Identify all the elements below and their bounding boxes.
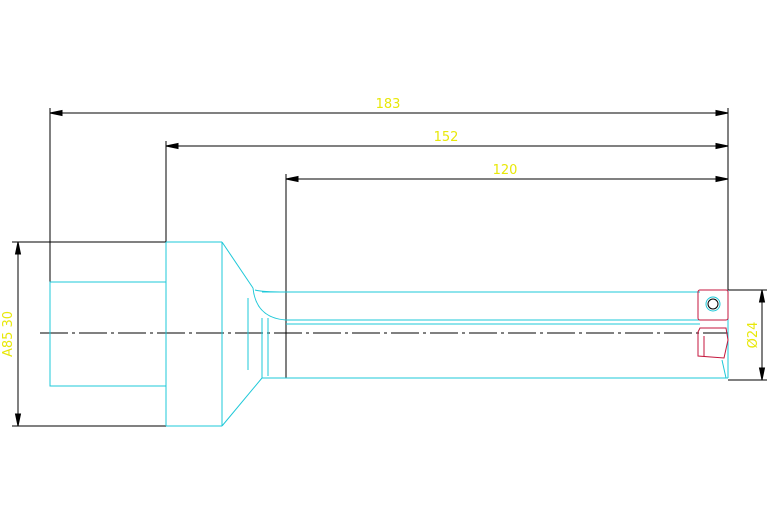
dim-120-arrow-right: [715, 175, 729, 183]
insert-screw-inner: [707, 298, 719, 310]
dim-183-arrow-left: [49, 109, 63, 117]
body-step-outline: [49, 242, 167, 387]
dim-183-arrow-right: [715, 109, 729, 117]
dim-shank-arrow-top: [758, 289, 766, 303]
dim-183-label: 183: [376, 97, 401, 112]
insert-top-pocket: [697, 289, 729, 321]
insert: [697, 289, 729, 359]
dim-152-arrow-right: [715, 142, 729, 150]
dim-152-arrow-left: [165, 142, 179, 150]
dim-body-arrow-bottom: [14, 413, 22, 427]
insert-cutting-edge: [697, 327, 729, 359]
dimension-texts: 183 152 120 A85 30 Ø24: [1, 97, 761, 357]
dim-120-arrow-left: [285, 175, 299, 183]
neck-taper-top: [221, 241, 254, 289]
dim-120-label: 120: [493, 163, 518, 178]
neck-fillet-top: [252, 287, 287, 321]
dim-body-label: A85 30: [1, 311, 16, 357]
dim-152-label: 152: [434, 130, 459, 145]
part-outline: [49, 241, 729, 427]
insert-screw-icon: [705, 296, 721, 312]
neck-taper-bottom: [221, 377, 263, 427]
dim-body-arrow-top: [14, 241, 22, 255]
shank-end-face-inner: [721, 359, 727, 379]
dim-shank-arrow-bottom: [758, 367, 766, 381]
dimension-lines: [12, 108, 767, 427]
dim-shank-label: Ø24: [746, 322, 761, 349]
